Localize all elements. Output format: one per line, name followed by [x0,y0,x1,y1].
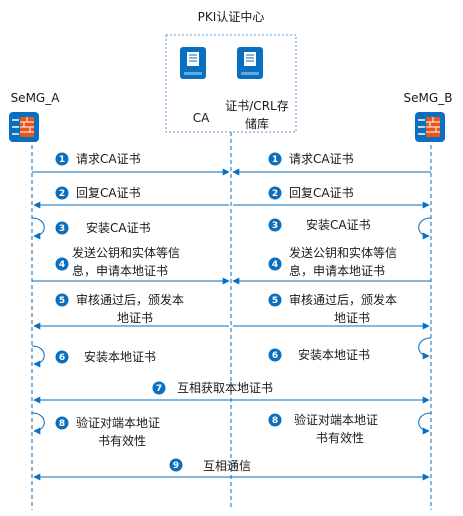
step-label: 安装本地证书 [298,347,370,362]
svg-text:7: 7 [156,384,162,394]
step-5-left: 5 审核通过后，颁发本 地证书 [33,292,229,330]
step-1-right: 1 请求CA证书 [232,152,431,176]
certificate-repository-server-icon [237,47,263,79]
svg-text:1: 1 [272,155,278,165]
step-label: 回复CA证书 [289,186,354,200]
step-badge [169,458,183,472]
step-label-line1: 验证对端本地证 [76,415,160,430]
step-9: 9 互相通信 [33,458,430,481]
step-8-right: 8 验证对端本地证 书有效性 [268,412,432,445]
step-badge [268,218,282,232]
repository-label-line2: 储库 [245,116,269,131]
svg-text:5: 5 [272,296,278,306]
step-badge [152,381,166,395]
svg-text:9: 9 [173,461,179,471]
self-loop-arrow [31,217,45,240]
step-badge [268,186,282,200]
svg-text:5: 5 [59,296,65,306]
step-3-left: 3 安装CA证书 [31,217,151,240]
step-6-left: 6 安装本地证书 [31,345,156,368]
step-4-right: 4 发送公钥和实体等信 息，申请本地证书 [232,245,431,285]
step-badge [268,413,282,427]
step-4-left: 4 发送公钥和实体等信 息，申请本地证书 [32,245,230,285]
pki-center-title: PKI认证中心 [198,9,265,24]
step-label-line1: 验证对端本地证 [294,412,378,427]
self-loop-arrow [418,337,432,360]
semg-a-firewall-icon [9,112,39,142]
step-badge [55,293,69,307]
step-2-left: 2 回复CA证书 [33,186,229,209]
step-label-line2: 地证书 [117,311,153,325]
step-label-line2: 书有效性 [98,433,146,448]
svg-text:4: 4 [272,260,278,270]
self-loop-arrow [31,345,45,368]
step-label-line2: 书有效性 [316,430,364,445]
semg-a-label: SeMG_A [11,91,61,105]
svg-text:6: 6 [59,353,65,363]
svg-text:6: 6 [272,351,278,361]
step-1-left: 1 请求CA证书 [32,152,230,176]
step-badge [268,348,282,362]
self-loop-arrow [418,217,432,240]
step-badge [55,221,69,235]
step-label-line1: 审核通过后，颁发本 [289,292,397,307]
step-badge [268,257,282,271]
step-label: 请求CA证书 [289,152,354,166]
step-8-left: 8 验证对端本地证 书有效性 [31,412,160,448]
step-label-line2: 息，申请本地证书 [72,263,168,278]
step-badge [268,152,282,166]
step-badge [55,152,69,166]
step-2-right: 2 回复CA证书 [233,186,430,209]
svg-text:2: 2 [272,189,278,199]
svg-text:8: 8 [272,416,278,426]
svg-text:3: 3 [59,224,65,234]
semg-b-firewall-icon [415,112,445,142]
step-label-line2: 地证书 [334,311,370,325]
step-label-line1: 发送公钥和实体等信 [72,245,180,260]
svg-text:3: 3 [272,221,278,231]
step-label-line2: 息，申请本地证书 [289,263,385,278]
self-loop-arrow [31,412,45,435]
step-label: 互相获取本地证书 [177,381,273,395]
step-label: 安装CA证书 [86,220,151,235]
step-badge [55,257,69,271]
semg-b-label: SeMG_B [404,91,453,105]
step-label-line1: 审核通过后，颁发本 [76,292,184,307]
svg-text:4: 4 [59,260,65,270]
step-label-line1: 发送公钥和实体等信 [289,245,397,260]
step-5-right: 5 审核通过后，颁发本 地证书 [233,292,430,330]
step-7: 7 互相获取本地证书 [33,381,430,404]
step-label: 请求CA证书 [76,152,141,166]
ca-server-icon [180,47,206,79]
svg-text:8: 8 [59,419,65,429]
svg-text:2: 2 [59,189,65,199]
svg-text:1: 1 [59,155,65,165]
step-badge [55,416,69,430]
step-label: 互相通信 [203,459,251,473]
self-loop-arrow [418,412,432,435]
step-label: 安装CA证书 [306,217,371,232]
step-badge [55,350,69,364]
step-badge [268,293,282,307]
step-6-right: 6 安装本地证书 [268,337,432,362]
step-label: 回复CA证书 [76,186,141,200]
ca-label: CA [193,111,210,125]
step-badge [55,186,69,200]
step-label: 安装本地证书 [84,349,156,364]
step-3-right: 3 安装CA证书 [268,217,432,240]
repository-label-line1: 证书/CRL存 [225,99,288,113]
